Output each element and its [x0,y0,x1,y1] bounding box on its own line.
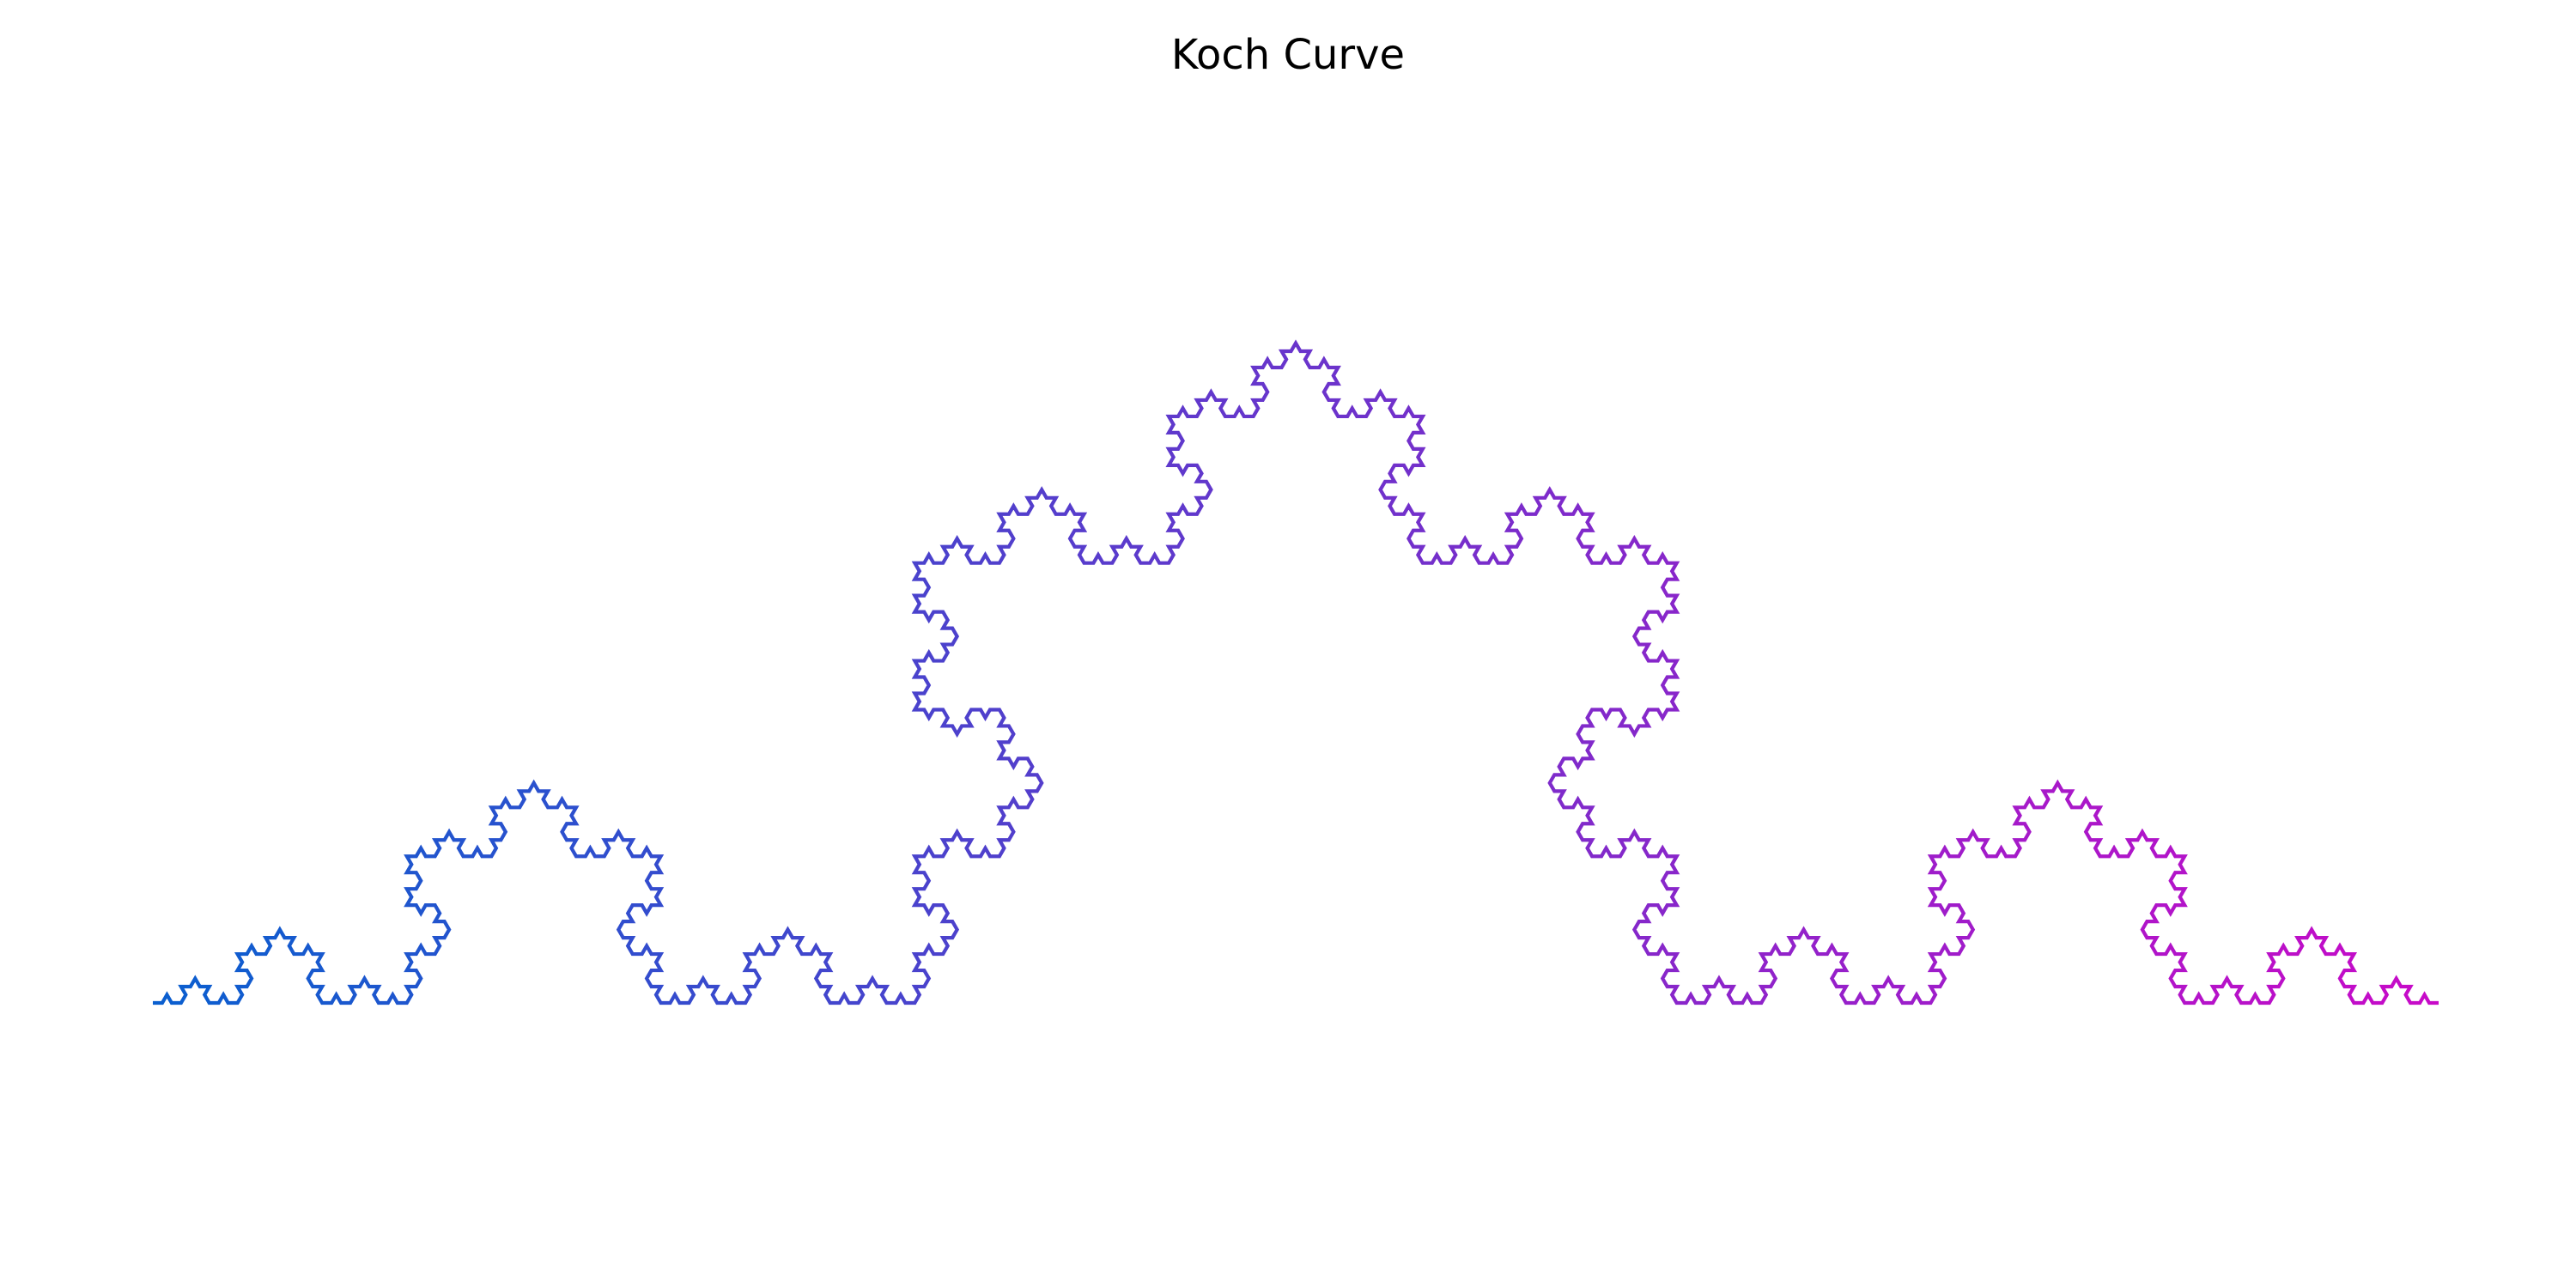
koch-curve-line [153,339,2439,1005]
figure-title: Koch Curve [1170,31,1406,79]
